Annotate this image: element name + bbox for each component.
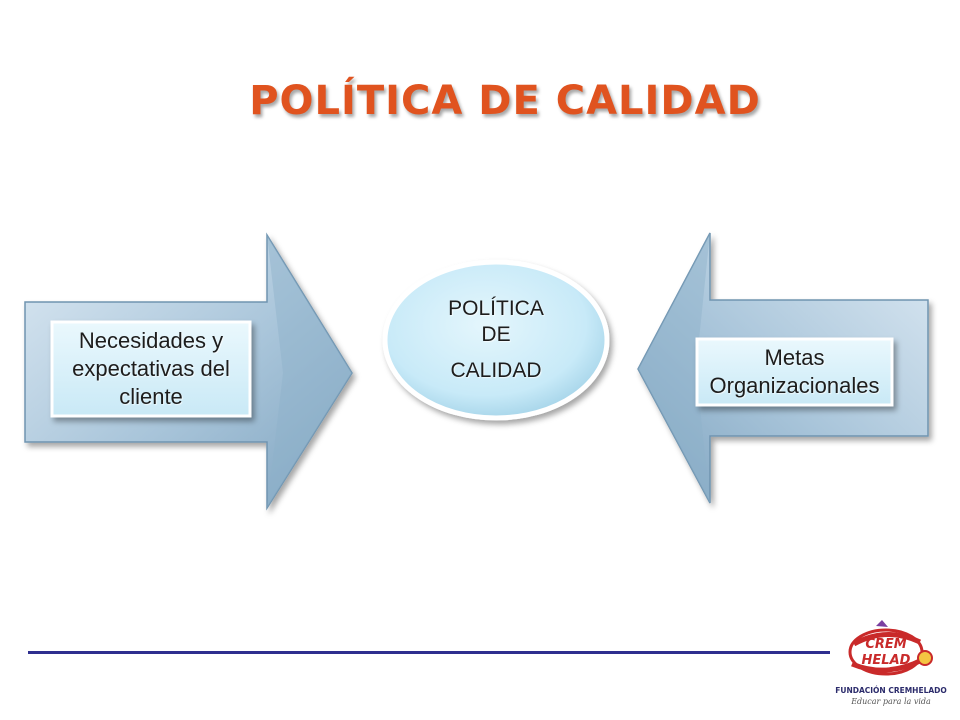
right-box-line-2: Organizacionales bbox=[709, 373, 880, 398]
logo-org-name: FUNDACIÓN CREMHELADO bbox=[835, 686, 947, 695]
svg-text:HELAD: HELAD bbox=[862, 653, 911, 668]
left-box-line-2: expectativas del bbox=[72, 356, 230, 381]
cremhelado-logo: CREM HELAD bbox=[848, 620, 933, 676]
center-ellipse bbox=[382, 259, 610, 421]
center-line-1: POLÍTICA bbox=[448, 297, 544, 320]
logo-tagline: Educar para la vida bbox=[851, 697, 931, 706]
right-box-label: Metas Organizacionales bbox=[697, 339, 892, 405]
left-box-line-1: Necesidades y bbox=[78, 328, 224, 353]
page-title: POLÍTICA DE CALIDAD bbox=[249, 78, 761, 124]
svg-text:CREM: CREM bbox=[865, 637, 906, 652]
left-box-label: Necesidades y expectativas del cliente bbox=[52, 322, 250, 416]
right-box bbox=[695, 337, 894, 407]
right-box-line-1: Metas bbox=[764, 345, 825, 370]
center-line-2: DE bbox=[481, 323, 511, 346]
left-box bbox=[50, 320, 252, 418]
footer-divider bbox=[28, 651, 830, 654]
left-box-line-3: cliente bbox=[119, 384, 183, 409]
center-label: POLÍTICA DE CALIDAD bbox=[400, 280, 592, 400]
center-line-3: CALIDAD bbox=[450, 359, 542, 382]
